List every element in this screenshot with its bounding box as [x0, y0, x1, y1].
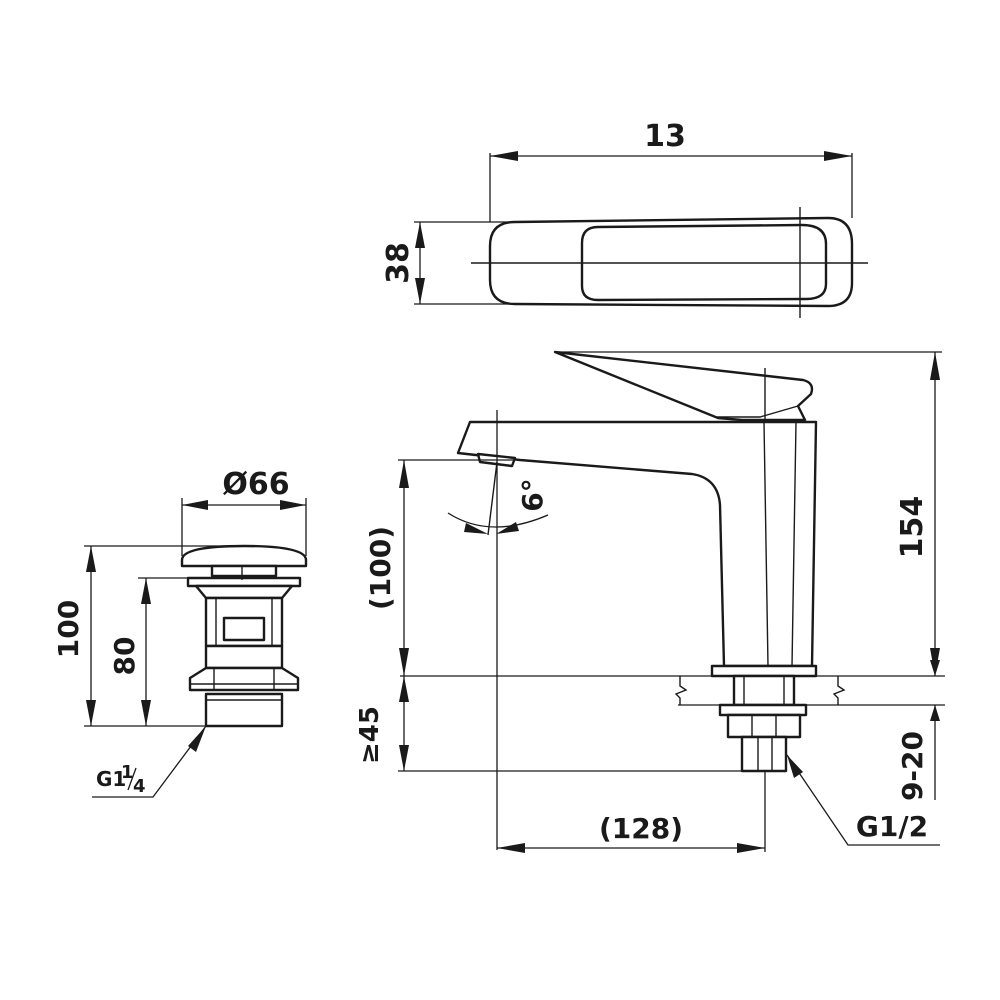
arrow-head [141, 700, 151, 726]
top-view: 13 38 [381, 119, 868, 318]
waste-thread [204, 692, 284, 728]
arrow-head [737, 843, 765, 853]
waste-total-height-label: 100 [52, 600, 85, 658]
waste-nut [204, 644, 284, 670]
angle-arc [447, 512, 549, 528]
arrow-head [280, 500, 306, 510]
total-height-label: 154 [895, 496, 930, 559]
arrow-head [496, 522, 519, 534]
waste-thread-numerator: 1 [121, 762, 134, 783]
waste-cap [180, 544, 308, 568]
tap-side-view: 6° (100) ≥45 154 9-20 (128) G1/2 [355, 350, 945, 853]
arrow-head [182, 500, 208, 510]
arrow-head [930, 352, 940, 380]
thread-leader-line [786, 754, 940, 846]
waste-collar [194, 584, 294, 600]
waste-thread-denominator: 4 [133, 776, 146, 797]
top-width-label: 13 [644, 119, 686, 154]
waste-side-view: Ø66 100 80 G1 1 4 [52, 467, 308, 798]
arrow-head [415, 278, 425, 304]
arrow-head [415, 222, 425, 248]
top-depth-label: 38 [381, 242, 416, 284]
arrow-head [188, 726, 206, 752]
lever-handle [553, 350, 814, 422]
waste-diameter-label: Ø66 [222, 467, 289, 502]
arrow-head [86, 700, 96, 726]
fraction-slash [127, 767, 137, 791]
mounting-nut [726, 713, 802, 739]
base-flange [710, 664, 818, 678]
angle-reference-line [487, 461, 498, 536]
washer [718, 703, 808, 717]
arrow-head [399, 460, 409, 488]
mounting-stud [732, 674, 796, 707]
arrow-head [399, 676, 409, 702]
waste-overflow-slot [222, 616, 266, 642]
waste-body-height-label: 80 [108, 637, 141, 676]
spout-height-label: (100) [364, 526, 397, 610]
arrow-head [930, 660, 940, 676]
waste-thread-leader [92, 725, 207, 798]
arrow-head [464, 523, 488, 534]
arrow-head [399, 745, 409, 771]
body-edge-line [763, 421, 769, 667]
waste-neck [210, 564, 278, 578]
tap-thread-label: G1/2 [856, 810, 928, 843]
spout-angle-label: 6° [516, 478, 549, 511]
mount-depth-label: ≥45 [355, 706, 385, 764]
arrow-head [86, 546, 96, 572]
arrow-head [787, 755, 803, 778]
arrow-head [824, 151, 852, 161]
lever-detail-line [715, 405, 799, 418]
countertop-break-right [832, 676, 846, 705]
arrow-head [497, 843, 525, 853]
countertop-break-left [674, 676, 688, 705]
inlet-connector [740, 735, 788, 773]
arrow-head [490, 151, 518, 161]
arrow-head [930, 705, 940, 721]
body-edge-line [791, 421, 797, 667]
spout-reach-label: (128) [599, 812, 683, 845]
arrow-head [399, 648, 409, 676]
arrow-head [141, 578, 151, 604]
waste-washer [188, 666, 300, 692]
counter-thickness-label: 9-20 [896, 731, 929, 801]
waste-thread-prefix: G1 [96, 767, 126, 791]
